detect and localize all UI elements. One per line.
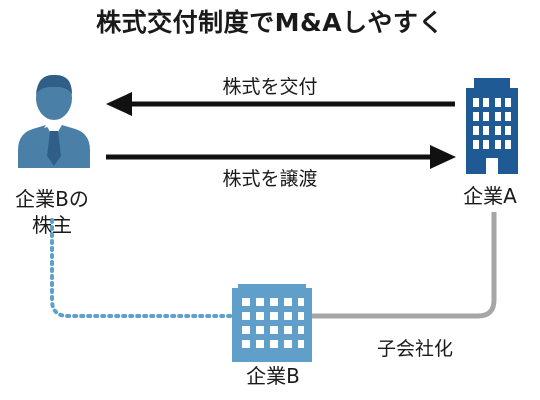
arrow-bottom-label: 株式を譲渡: [222, 168, 318, 190]
arrow-top-head: [106, 92, 132, 116]
arrow-bottom-head: [430, 145, 456, 169]
subsidiary-label: 子会社化: [376, 338, 453, 360]
company-a-building-icon: [466, 78, 518, 174]
shareholder-label-line1: 企業Bの: [15, 187, 89, 211]
arrow-top-label: 株式を交付: [222, 76, 318, 98]
company-b-label: 企業B: [246, 364, 300, 388]
shareholder-label-line2: 株主: [32, 213, 72, 237]
shareholder-person-icon: [18, 74, 90, 168]
subsidiary-line: [312, 212, 497, 319]
shareholder-label: 企業Bの 株主: [0, 186, 104, 238]
diagram-title: 株式交付制度でM&Aしやすく: [96, 8, 444, 37]
company-b-building-icon: [232, 284, 312, 362]
company-a-label: 企業A: [463, 184, 517, 208]
dotted-ownership-line: [50, 218, 234, 318]
